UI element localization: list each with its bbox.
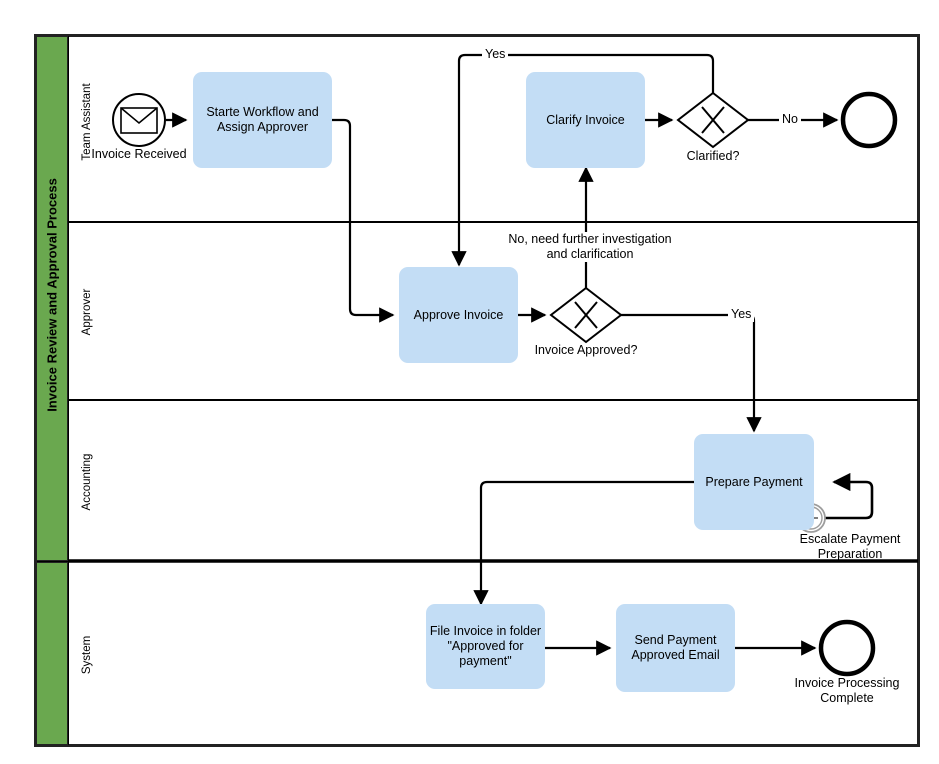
flow-startworkflow-to-approve bbox=[332, 118, 395, 323]
flow-label-approved-no: No, need further investigation and clari… bbox=[497, 232, 683, 262]
end-event-clarified-no bbox=[840, 91, 898, 149]
task-clarify-invoice[interactable] bbox=[526, 72, 645, 168]
flow-escalate-loop-to-prepare bbox=[824, 472, 874, 520]
timer-boundary-event-label: Escalate Payment Preparation bbox=[799, 532, 901, 561]
pool-frame bbox=[34, 34, 920, 747]
pool-header-upper bbox=[36, 36, 68, 561]
gateway-clarified-label: Clarified? bbox=[686, 149, 740, 163]
flow-prepare-to-file bbox=[473, 480, 694, 606]
gateway-invoice-approved-label: Invoice Approved? bbox=[534, 343, 638, 357]
end-event-processing-complete-label: Invoice Processing Complete bbox=[794, 676, 900, 705]
flow-clarified-yes-to-approve bbox=[451, 53, 715, 267]
task-send-payment-approved-email[interactable] bbox=[616, 604, 735, 692]
flow-label-clarified-yes: Yes bbox=[482, 47, 509, 62]
envelope-icon bbox=[120, 107, 158, 134]
pool-header-lower bbox=[36, 562, 68, 745]
start-event-label: Invoice Received bbox=[91, 147, 187, 161]
gateway-invoice-approved bbox=[549, 286, 623, 344]
flow-approved-yes-to-prepare bbox=[621, 313, 762, 433]
task-approve-invoice[interactable] bbox=[399, 267, 518, 363]
flow-label-clarified-no: No bbox=[779, 112, 801, 127]
end-event-processing-complete bbox=[818, 619, 876, 677]
task-file-invoice[interactable] bbox=[426, 604, 545, 689]
task-prepare-payment[interactable] bbox=[694, 434, 814, 530]
task-starte-workflow[interactable] bbox=[193, 72, 332, 168]
gateway-clarified bbox=[676, 91, 750, 149]
flow-label-approved-yes: Yes bbox=[728, 307, 755, 322]
